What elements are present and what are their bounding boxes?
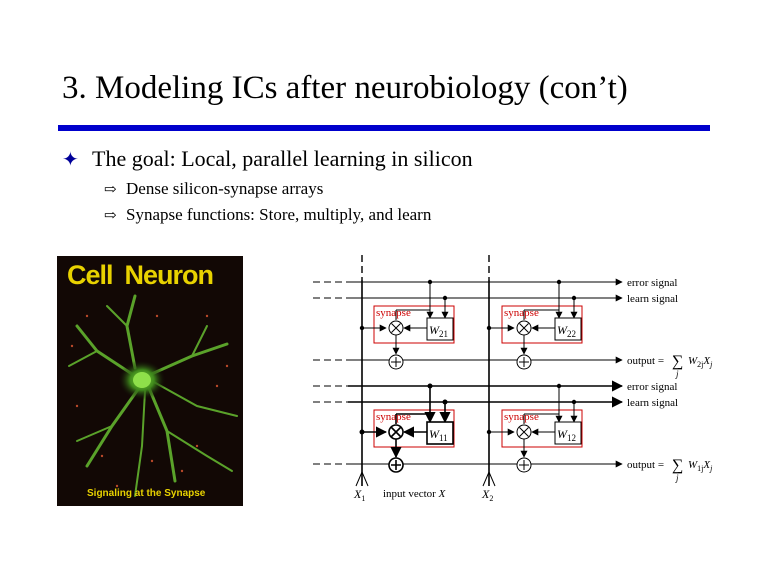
synapse-cell-11 xyxy=(362,386,454,472)
synapse-label-11: synapse xyxy=(376,411,411,423)
column-input-arrows xyxy=(356,472,495,486)
error-signal-label-top: error signal xyxy=(627,277,677,289)
input-label-x2: X2 xyxy=(481,487,493,503)
learn-signal-label-bottom: learn signal xyxy=(627,397,678,409)
output-label-row2: output = xyxy=(627,355,664,367)
sum-index-row1: j xyxy=(675,473,679,483)
dashed-row-stubs xyxy=(313,282,348,464)
input-label-x1: X1 xyxy=(353,487,365,503)
synapse-cell-21 xyxy=(362,282,454,369)
output-label-row1: output = xyxy=(627,459,664,471)
output-term-row1: W1jXj xyxy=(688,459,713,473)
error-signal-label-bottom: error signal xyxy=(627,381,677,393)
synapse-label-12: synapse xyxy=(504,411,539,423)
sum-index-row2: j xyxy=(675,369,679,379)
synapse-label-22: synapse xyxy=(504,307,539,319)
sum-symbol-row2: ∑ xyxy=(672,353,683,370)
sum-symbol-row1: ∑ xyxy=(672,457,683,474)
output-term-row2: W2jXj xyxy=(688,355,713,369)
input-vector-label: input vector X xyxy=(383,488,447,500)
synapse-cell-12 xyxy=(489,386,582,472)
dashed-column-stubs xyxy=(362,255,489,280)
synapse-cell-22 xyxy=(489,282,582,369)
learn-signal-label-top: learn signal xyxy=(627,293,678,305)
synapse-label-21: synapse xyxy=(376,307,411,319)
